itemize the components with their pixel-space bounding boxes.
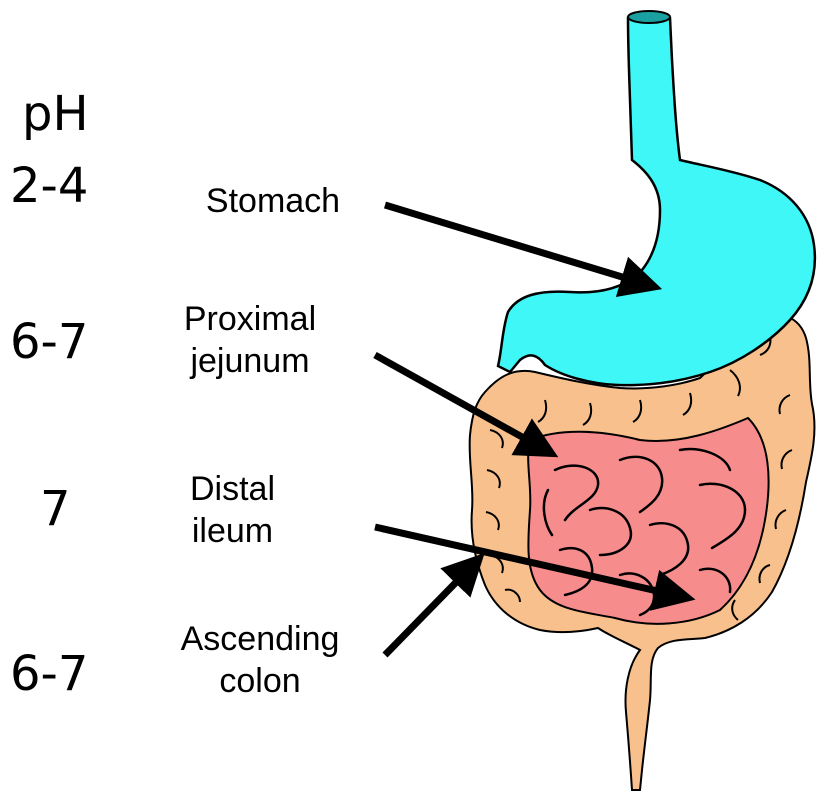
ph-value-proximal-jejunum: 6-7 bbox=[10, 318, 88, 366]
label-line: jejunum bbox=[150, 340, 350, 382]
label-line: Proximal bbox=[150, 298, 350, 340]
label-distal-ileum: Distal ileum bbox=[150, 468, 315, 552]
label-stomach-line: Stomach bbox=[168, 180, 378, 222]
label-line: Ascending bbox=[140, 618, 380, 660]
stomach bbox=[498, 18, 815, 385]
esophagus-opening bbox=[628, 11, 670, 23]
ph-value-stomach: 2-4 bbox=[10, 162, 88, 210]
label-stomach: Stomach bbox=[168, 180, 378, 222]
ph-value-ascending-colon: 6-7 bbox=[10, 650, 88, 698]
arrow-ascending-colon bbox=[385, 568, 470, 655]
ph-header: pH bbox=[22, 90, 89, 138]
label-line: colon bbox=[140, 660, 380, 702]
arrow-stomach bbox=[385, 205, 642, 283]
label-ascending-colon: Ascending colon bbox=[140, 618, 380, 702]
label-proximal-jejunum: Proximal jejunum bbox=[150, 298, 350, 382]
label-line: ileum bbox=[150, 510, 315, 552]
ph-value-distal-ileum: 7 bbox=[40, 485, 71, 533]
label-line: Distal bbox=[150, 468, 315, 510]
